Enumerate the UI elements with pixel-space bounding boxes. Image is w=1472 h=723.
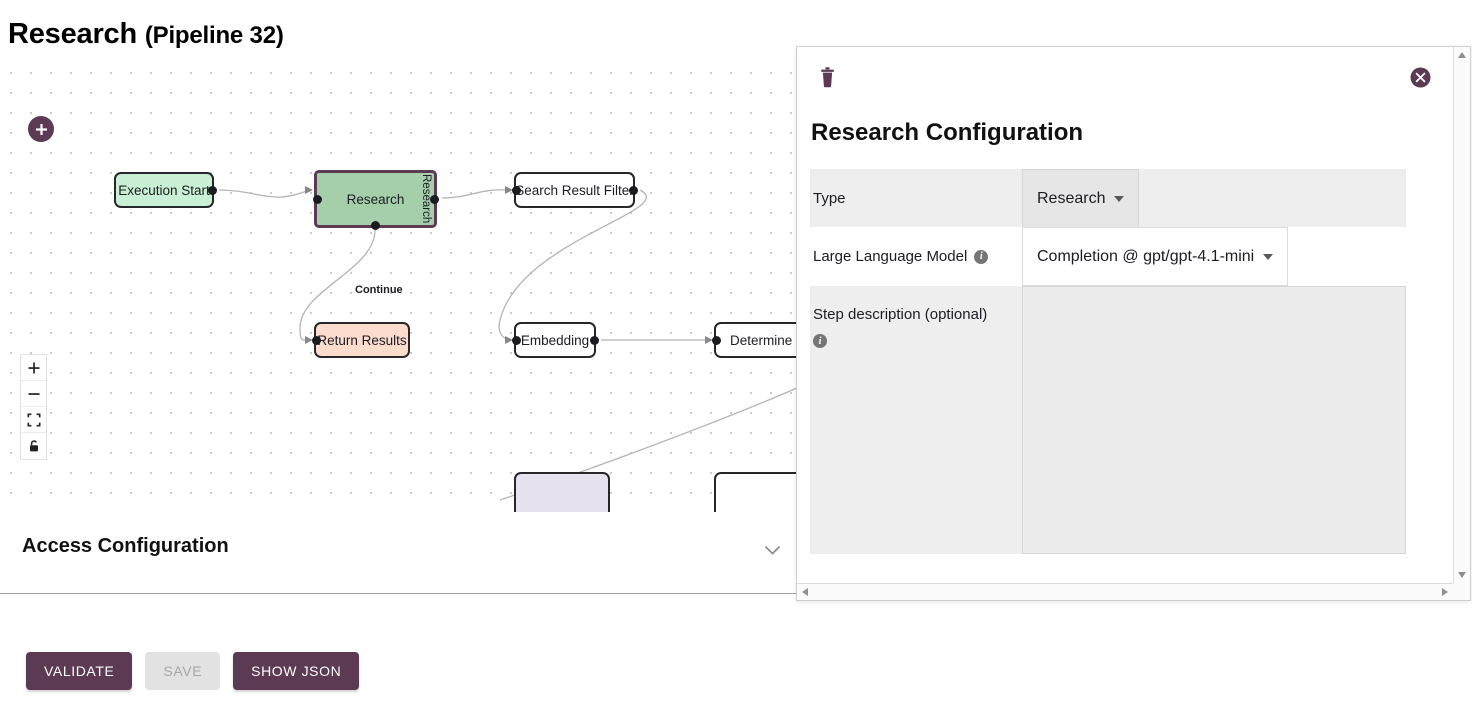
node-return-results[interactable]: Return Results — [311, 322, 410, 358]
delete-step-button[interactable] — [819, 67, 836, 91]
node-partial-a[interactable] — [514, 472, 610, 512]
info-icon[interactable]: i — [813, 334, 827, 348]
input-port[interactable] — [511, 335, 521, 345]
accordion-title: Access Configuration — [22, 535, 229, 557]
node-search-result-filter[interactable]: Search Result Filter — [511, 172, 638, 208]
output-port[interactable] — [589, 335, 599, 345]
panel-heading: Research Configuration — [811, 119, 1084, 146]
llm-select-value: Completion @ gpt/gpt-4.1-mini — [1037, 247, 1255, 265]
input-port[interactable] — [511, 185, 521, 195]
research-configuration-panel: Research Configuration Type Research Lar… — [796, 46, 1471, 601]
node-side-label: Research — [420, 174, 432, 224]
field-row-description: Step description (optional) i — [810, 286, 1406, 554]
node-partial-b[interactable] — [714, 472, 797, 512]
type-select-value: Research — [1037, 189, 1106, 207]
output-port[interactable] — [207, 185, 217, 195]
type-select[interactable]: Research — [1022, 169, 1140, 227]
input-port[interactable] — [711, 335, 721, 345]
continue-port[interactable] — [371, 220, 380, 230]
scroll-left-arrow[interactable] — [802, 588, 808, 596]
description-label: Step description (optional) i — [810, 286, 1022, 554]
footer-actions: VALIDATE SAVE SHOW JSON — [26, 652, 360, 690]
scroll-down-arrow[interactable] — [1458, 572, 1466, 578]
add-node-button[interactable] — [28, 116, 54, 142]
field-row-type: Type Research — [810, 169, 1406, 227]
input-port[interactable] — [312, 194, 322, 204]
lock-button[interactable] — [21, 433, 46, 459]
minus-icon — [28, 392, 39, 395]
field-row-llm: Large Language Model i Completion @ gpt/… — [810, 227, 1406, 286]
save-button: SAVE — [145, 652, 221, 690]
access-configuration-accordion[interactable]: Access Configuration — [0, 513, 797, 594]
lock-icon — [29, 440, 38, 452]
node-label: Embedding — [520, 332, 590, 348]
fit-view-icon — [27, 413, 40, 426]
info-icon[interactable]: i — [974, 249, 989, 264]
type-label: Type — [813, 189, 846, 207]
close-panel-button[interactable] — [1410, 67, 1431, 91]
chevron-down-icon[interactable] — [764, 543, 781, 561]
canvas-controls — [20, 354, 47, 460]
scroll-up-arrow[interactable] — [1458, 52, 1466, 58]
node-label: Return Results — [317, 332, 407, 348]
validate-button[interactable]: VALIDATE — [26, 652, 133, 690]
show-json-button[interactable]: SHOW JSON — [233, 652, 360, 690]
page-title-main: Research — [8, 18, 137, 50]
node-determine[interactable]: Determine F — [711, 322, 797, 358]
edge-label-continue: Continue — [355, 284, 403, 296]
fit-view-button[interactable] — [21, 407, 46, 433]
node-embedding[interactable]: Embedding — [511, 322, 599, 358]
panel-vertical-scrollbar[interactable] — [1453, 47, 1470, 583]
configuration-form: Type Research Large Language Model i Com… — [810, 169, 1406, 554]
trash-icon — [821, 67, 834, 88]
llm-select[interactable]: Completion @ gpt/gpt-4.1-mini — [1022, 227, 1289, 286]
zoom-in-button[interactable] — [21, 355, 46, 381]
input-port[interactable] — [311, 335, 321, 345]
scroll-right-arrow[interactable] — [1442, 588, 1448, 596]
llm-label: Large Language Model i — [810, 248, 1022, 265]
page-title-subtitle: (Pipeline 32) — [144, 22, 284, 49]
pipeline-canvas[interactable]: Execution Start Research Research Contin… — [0, 60, 797, 512]
node-label: Execution Start — [118, 182, 210, 198]
panel-content: Research Configuration Type Research Lar… — [797, 47, 1453, 583]
panel-horizontal-scrollbar[interactable] — [797, 583, 1453, 600]
node-label: Determine F — [730, 332, 797, 348]
node-research[interactable]: Research Research — [312, 170, 439, 230]
close-circle-icon — [1410, 67, 1431, 88]
plus-icon — [28, 362, 39, 373]
chevron-down-icon — [1114, 195, 1125, 202]
output-port[interactable] — [628, 185, 638, 195]
page-title: Research (Pipeline 32) — [8, 18, 284, 51]
node-execution-start[interactable]: Execution Start — [114, 172, 217, 208]
zoom-out-button[interactable] — [21, 381, 46, 407]
description-textarea[interactable] — [1022, 286, 1406, 554]
node-label: Research — [346, 191, 405, 207]
chevron-down-icon — [1263, 253, 1274, 260]
plus-icon — [35, 123, 47, 135]
output-port[interactable] — [429, 194, 439, 204]
node-label: Search Result Filter — [515, 182, 634, 198]
scrollbar-corner — [1453, 583, 1470, 600]
